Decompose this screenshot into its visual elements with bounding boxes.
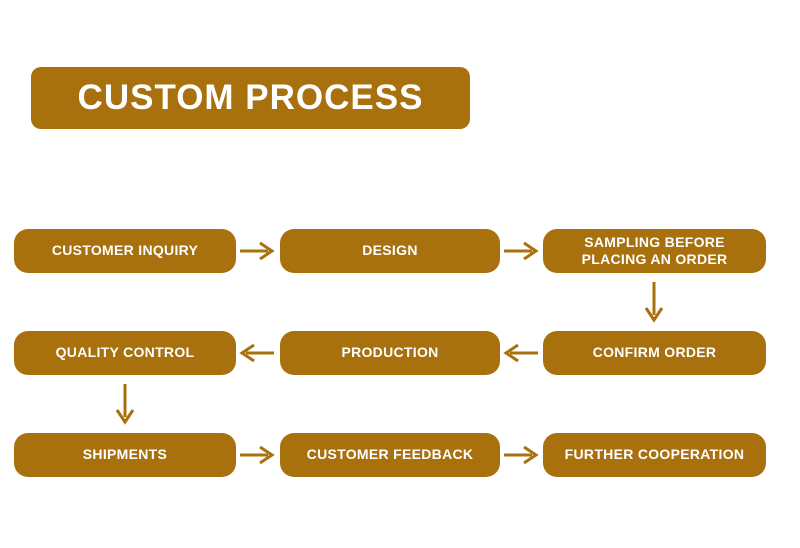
flow-step-customer-feedback: CUSTOMER FEEDBACK: [280, 433, 500, 477]
flow-step-customer-inquiry: CUSTOMER INQUIRY: [14, 229, 236, 273]
page-title: CUSTOM PROCESS: [31, 67, 470, 129]
arrow-right-icon: [239, 445, 275, 465]
arrow-down-icon: [644, 281, 664, 323]
arrow-right-icon: [503, 241, 539, 261]
flow-step-sampling-before-placing-an-order: SAMPLING BEFORE PLACING AN ORDER: [543, 229, 766, 273]
flow-step-production: PRODUCTION: [280, 331, 500, 375]
arrow-left-icon: [503, 343, 539, 363]
arrow-right-icon: [239, 241, 275, 261]
flow-step-confirm-order: CONFIRM ORDER: [543, 331, 766, 375]
flow-step-further-cooperation: FURTHER COOPERATION: [543, 433, 766, 477]
flow-step-design: DESIGN: [280, 229, 500, 273]
arrow-down-icon: [115, 383, 135, 425]
arrow-right-icon: [503, 445, 539, 465]
flow-step-shipments: SHIPMENTS: [14, 433, 236, 477]
flow-step-quality-control: QUALITY CONTROL: [14, 331, 236, 375]
arrow-left-icon: [239, 343, 275, 363]
